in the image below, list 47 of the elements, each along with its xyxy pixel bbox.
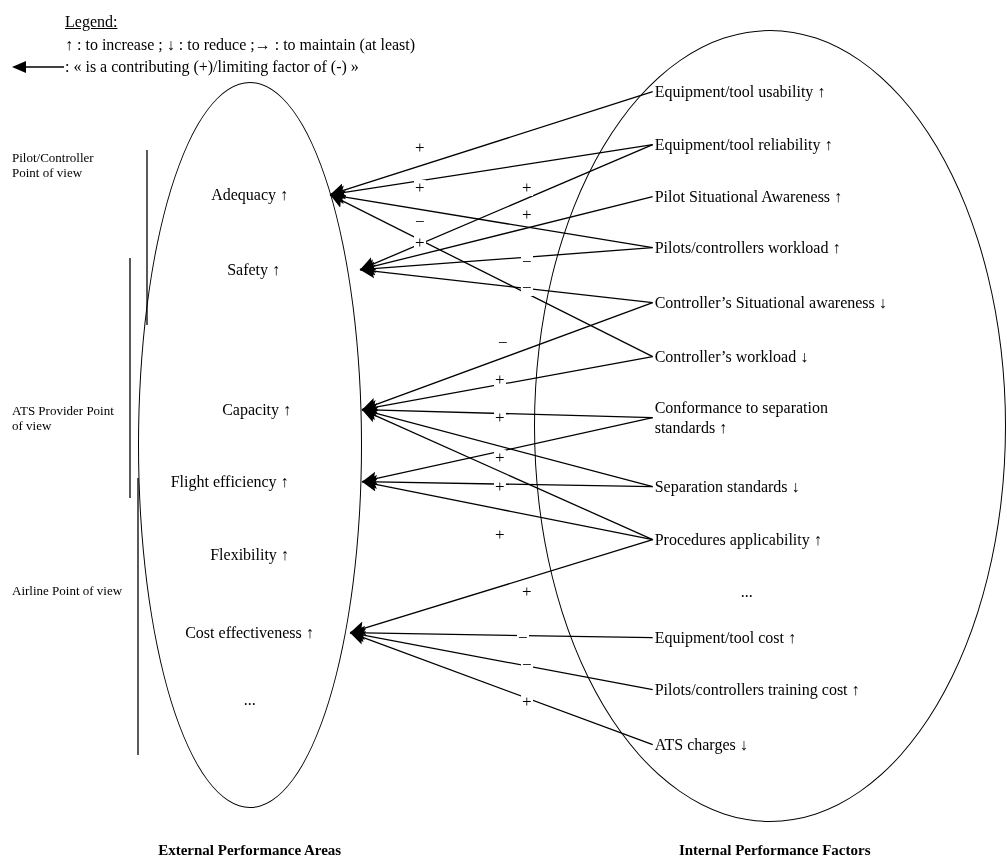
arrow [359, 264, 654, 304]
factor-text: ATS charges ↓ [654, 734, 748, 755]
factor-text: Controller’s Situational awareness ↓ [654, 292, 887, 313]
viewpoint-label: Airline Point of view [12, 583, 124, 598]
arrow [361, 356, 654, 414]
factor-text: Equipment/tool usability ↑ [654, 81, 826, 102]
legend-text: ↑ : to increase ; ↓ : to reduce ;→ : to maintain (at least) [65, 35, 416, 55]
viewpoint-label: Pilot/Controller Point of view [12, 150, 95, 180]
factor-text: Adequacy ↑ [211, 184, 289, 205]
arrow [361, 477, 654, 541]
arrow [361, 417, 654, 486]
factor-text: Flexibility ↑ [210, 544, 289, 565]
arrow [361, 406, 654, 488]
factor-text: Pilots/controllers workload ↑ [654, 237, 841, 258]
factor-text: Controller’s workload ↓ [654, 346, 809, 367]
arrow [349, 631, 654, 746]
edge-label: + [494, 372, 506, 388]
arrow [361, 302, 654, 412]
factor-text: Conformance to separation standards ↑ [654, 397, 855, 438]
factor-text: Capacity ↑ [222, 399, 292, 420]
factor-text: ... [243, 689, 256, 710]
arrow [359, 196, 654, 273]
arrow [359, 247, 654, 276]
factor-text: Cost effectiveness ↑ [185, 622, 314, 643]
factor-text: Separation standards ↓ [654, 476, 800, 497]
arrow [329, 194, 654, 358]
legend-title: Legend: [65, 12, 118, 32]
factor-text: Safety ↑ [227, 259, 281, 280]
ellipse-heading: External Performance Areas [157, 841, 343, 859]
factor-text: Flight efficiency ↑ [170, 471, 289, 492]
factor-text: ... [740, 581, 753, 602]
arrow [349, 539, 654, 635]
arrow [329, 91, 654, 197]
ellipse-heading: Internal Performance Factors [677, 841, 872, 859]
factor-text: Equipment/tool reliability ↑ [654, 134, 833, 155]
arrow [361, 409, 654, 541]
factor-text: Pilot Situational Awareness ↑ [654, 186, 843, 207]
edge-label: + [521, 180, 533, 196]
factor-text: Equipment/tool cost ↑ [654, 627, 796, 648]
arrow [349, 628, 654, 691]
edge-label: + [414, 235, 426, 251]
legend-text: : « is a contributing (+)/limiting factor of (-) » [65, 57, 359, 77]
viewpoint-label: ATS Provider Point of view [12, 403, 115, 433]
arrow [359, 144, 654, 271]
factor-text: Pilots/controllers training cost ↑ [654, 679, 860, 700]
factor-text: Procedures applicability ↑ [654, 529, 822, 550]
arrow [329, 144, 654, 200]
